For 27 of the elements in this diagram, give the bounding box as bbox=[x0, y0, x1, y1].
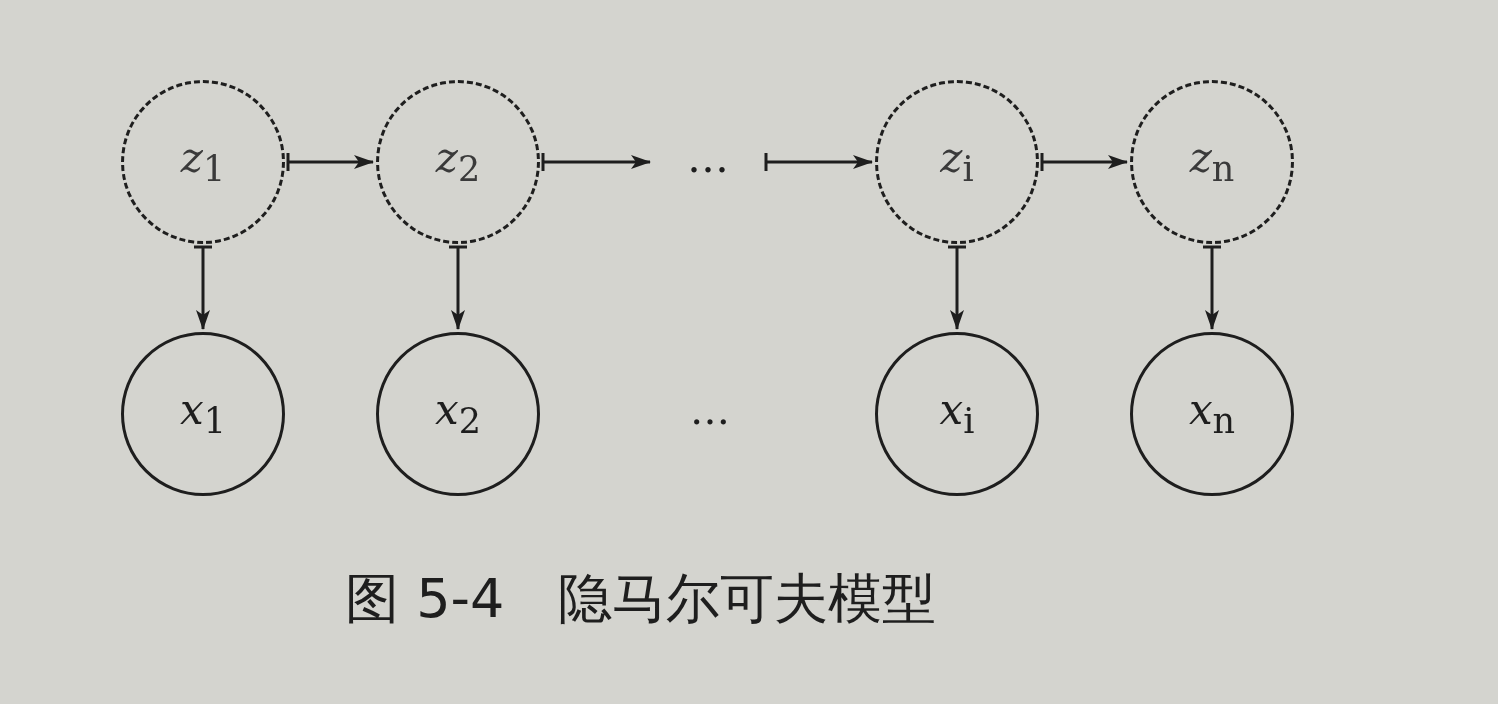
observed-variable-circle bbox=[875, 332, 1039, 496]
variable-label: x$_{i}$ bbox=[939, 388, 975, 440]
variable-label: z$_{2}$ bbox=[435, 136, 481, 188]
ellipsis-text: … bbox=[668, 133, 748, 183]
variable-label: z$_{1}$ bbox=[180, 136, 226, 188]
arrow bbox=[1040, 153, 1128, 171]
arrow bbox=[948, 245, 966, 330]
observed-variable-circle bbox=[376, 332, 540, 496]
arrow bbox=[1203, 245, 1221, 330]
arrow bbox=[764, 153, 873, 171]
arrow bbox=[541, 153, 651, 171]
variable-label: x$_{2}$ bbox=[435, 388, 481, 440]
figure-caption: 图 5-4 隐马尔可夫模型 bbox=[345, 572, 937, 626]
latent-variable-circle bbox=[121, 80, 285, 244]
arrow bbox=[449, 245, 467, 330]
variable-label: x$_{1}$ bbox=[180, 388, 226, 440]
variable-label: z$_{i}$ bbox=[940, 136, 974, 188]
ellipsis-text: … bbox=[690, 390, 730, 430]
observed-variable-circle bbox=[1130, 332, 1294, 496]
arrow bbox=[286, 153, 374, 171]
variable-label: z$_{n}$ bbox=[1189, 136, 1235, 188]
latent-variable-circle bbox=[376, 80, 540, 244]
arrow bbox=[194, 245, 212, 330]
latent-variable-circle bbox=[875, 80, 1039, 244]
latent-variable-circle bbox=[1130, 80, 1294, 244]
variable-label: x$_{n}$ bbox=[1188, 388, 1236, 440]
observed-variable-circle bbox=[121, 332, 285, 496]
